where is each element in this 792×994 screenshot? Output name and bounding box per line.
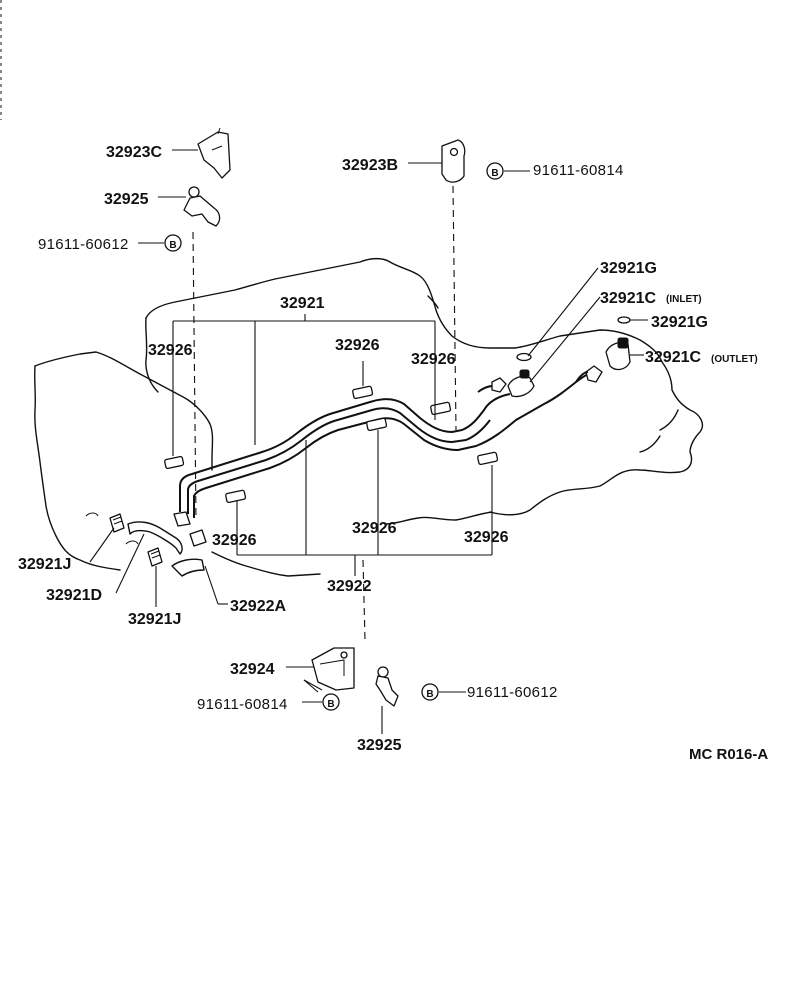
bracket-32923C (197, 127, 231, 179)
o-ring-32921G-top (516, 352, 532, 362)
tank-mark-1 (85, 512, 99, 517)
bolt-marker-bottom-right: B (421, 683, 439, 701)
fitting-32921C-inlet (491, 369, 535, 398)
label-91611-60814-bottom: 91611-60814 (197, 696, 288, 713)
pipe-clamp-32926-lower-right (477, 451, 499, 466)
hose-32922A (171, 558, 205, 577)
label-32921: 32921 (280, 295, 325, 312)
label-32924: 32924 (230, 661, 275, 678)
label-inlet-note: (INLET) (666, 294, 702, 305)
transmission-case-outline (145, 257, 704, 525)
label-outlet-note: (OUTLET) (711, 354, 758, 365)
hose-32921D (127, 521, 183, 555)
svg-text:B: B (327, 699, 334, 710)
diagram-id: MC R016-A (689, 746, 768, 763)
label-32925-top: 32925 (104, 191, 149, 208)
label-32926-c: 32926 (411, 351, 456, 368)
fitting-32921C-outlet (575, 337, 631, 383)
label-32921C-inlet: 32921C (600, 290, 656, 307)
align-line-bottom (362, 559, 366, 641)
bracket-32925-bottom (375, 666, 399, 707)
hose-clamp-32921J-left (109, 513, 125, 533)
part-labels: 32923C 32925 91611-60612 32923B 91611-60… (18, 144, 768, 763)
pipe-clamp-32926-mid-top (352, 385, 374, 400)
label-32926-a: 32926 (148, 342, 193, 359)
label-32923C: 32923C (106, 144, 162, 161)
pipe-clamp-32926-lower-left (225, 489, 247, 504)
o-ring-32921G-mid (617, 316, 631, 324)
align-line-top-left (192, 231, 197, 521)
bolt-marker-top-left: B (164, 234, 182, 252)
label-32921G-mid: 32921G (651, 314, 708, 331)
label-32921D: 32921D (46, 587, 102, 604)
bracket-32925-top (183, 186, 221, 227)
tank-mark-2 (125, 540, 139, 545)
svg-text:B: B (169, 240, 176, 251)
label-32921J-left: 32921J (18, 556, 71, 573)
bracket-32924 (311, 647, 355, 691)
label-32923B: 32923B (342, 157, 398, 174)
svg-text:B: B (491, 168, 498, 179)
label-32922: 32922 (327, 578, 372, 595)
hose-clamp-32921J-bottom (147, 547, 163, 567)
hose-clamp-mid-left (189, 529, 207, 547)
label-32921C-outlet: 32921C (645, 349, 701, 366)
label-32921J-bottom: 32921J (128, 611, 181, 628)
leader-lines (89, 149, 648, 734)
label-91611-60612-bottom: 91611-60612 (467, 684, 558, 701)
label-32926-b: 32926 (335, 337, 380, 354)
label-91611-60814-top: 91611-60814 (533, 162, 624, 179)
label-91611-60612-top: 91611-60612 (38, 236, 129, 253)
pipe-clamp-32926-right-top (430, 401, 452, 416)
pipe-clamp-32926-center (366, 417, 388, 432)
fuel-pipes (179, 371, 597, 518)
fuel-tank-outline (34, 351, 321, 577)
label-32926-f: 32926 (464, 529, 509, 546)
bolt-marker-bottom-left: B (322, 693, 340, 711)
label-32926-d: 32926 (212, 532, 257, 549)
label-32925-bottom: 32925 (357, 737, 402, 754)
label-32926-e: 32926 (352, 520, 397, 537)
label-32921G-top: 32921G (600, 260, 657, 277)
pipe-clamp-32926-left (164, 455, 185, 470)
label-32922A: 32922A (230, 598, 286, 615)
bracket-32923B (441, 139, 466, 183)
svg-text:B: B (426, 689, 433, 700)
hose-clamp-upper-left (173, 511, 191, 527)
align-line-top-right (452, 185, 457, 431)
bolt-marker-top-right: B (486, 162, 504, 180)
